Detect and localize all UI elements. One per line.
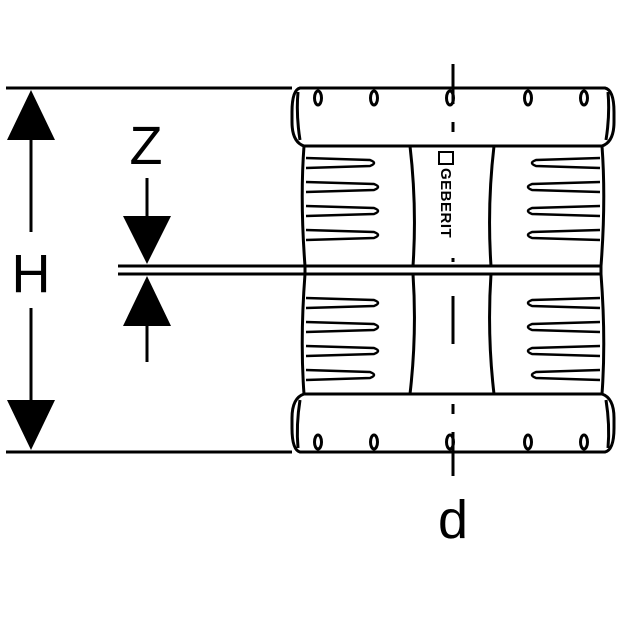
rib	[305, 228, 380, 242]
top-collar-inner-right	[604, 91, 611, 141]
arrow-z-up	[123, 276, 171, 326]
rib	[305, 156, 376, 170]
notch	[523, 89, 533, 107]
notch	[313, 89, 323, 107]
bottom-collar-inner-right	[604, 399, 611, 449]
notch	[523, 433, 533, 451]
notch	[369, 433, 379, 451]
notch	[369, 89, 379, 107]
rib	[305, 320, 380, 334]
arrow-h-top	[7, 90, 55, 140]
rib	[526, 296, 601, 310]
rib	[526, 344, 601, 358]
label-panel-right	[488, 145, 496, 395]
label-h: H	[12, 244, 51, 304]
rib	[530, 156, 601, 170]
coupling	[290, 86, 616, 454]
notch	[313, 433, 323, 451]
rib	[526, 228, 601, 242]
rib	[305, 296, 380, 310]
top-collar-inner-left	[295, 91, 302, 141]
arrow-h-bottom	[7, 400, 55, 450]
rib	[526, 204, 601, 218]
collar-notches	[313, 89, 589, 451]
brand-marking: GEBERIT	[437, 151, 454, 238]
rib	[305, 344, 380, 358]
dimension-z	[118, 178, 304, 362]
rib	[530, 368, 601, 382]
rib	[305, 368, 376, 382]
brand-logo-box	[438, 151, 454, 165]
label-panel-left	[408, 145, 416, 395]
notch	[579, 89, 589, 107]
arrow-z-down	[123, 216, 171, 264]
label-z: Z	[130, 116, 163, 176]
rib	[305, 204, 380, 218]
ribs	[305, 156, 601, 382]
brand-text: GEBERIT	[437, 168, 454, 238]
rib	[305, 180, 380, 194]
label-d: d	[438, 490, 468, 550]
dimension-h	[6, 86, 292, 454]
rib	[526, 180, 601, 194]
body-left-side	[300, 145, 307, 395]
body-right-side	[599, 145, 606, 395]
notch	[579, 433, 589, 451]
bottom-collar-inner-left	[295, 399, 302, 449]
rib	[526, 320, 601, 334]
